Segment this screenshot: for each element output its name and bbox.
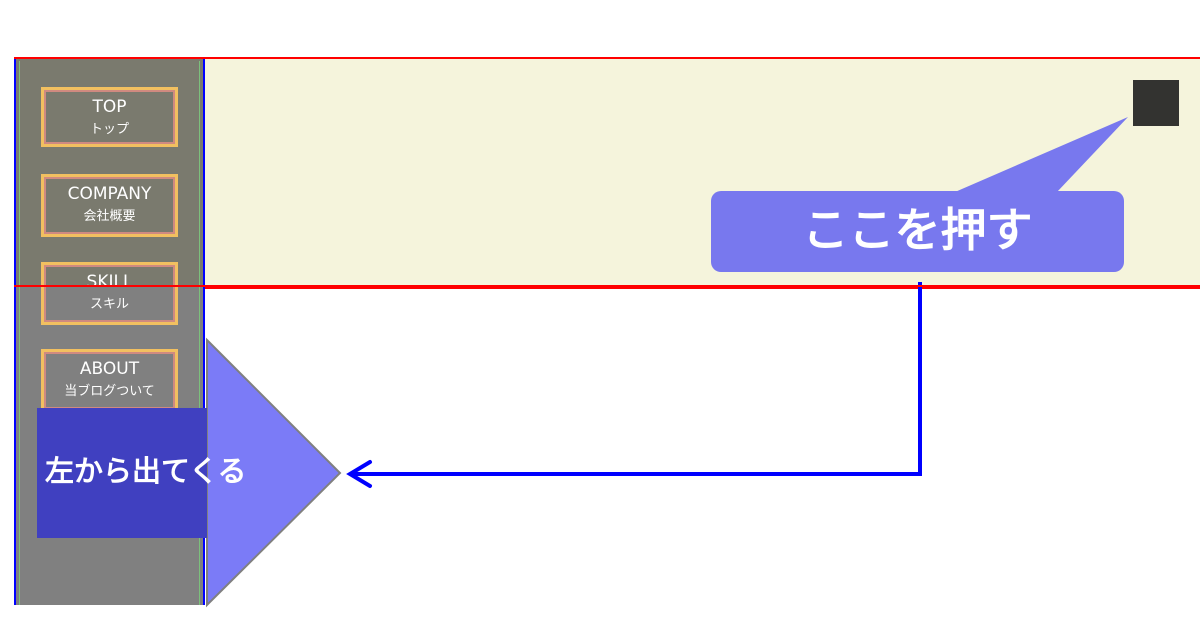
- nav-label-en: SKILL: [86, 272, 133, 292]
- nav-item-company[interactable]: COMPANY 会社概要: [41, 174, 178, 237]
- nav-item-skill[interactable]: SKILL スキル: [41, 262, 178, 325]
- nav-label-en: ABOUT: [79, 359, 140, 379]
- callout-tail: [955, 117, 1128, 192]
- nav-label-ja: 会社概要: [83, 209, 136, 224]
- slide-in-label-box: [37, 408, 207, 538]
- nav-item-about[interactable]: ABOUT 当ブログついて: [41, 349, 178, 412]
- arrowhead-icon: [346, 460, 372, 488]
- slide-direction-triangle: [206, 337, 342, 608]
- slide-in-label: 左から出てくる: [45, 454, 247, 488]
- menu-toggle-button[interactable]: [1133, 80, 1179, 126]
- flow-arrow-line: [352, 282, 922, 476]
- sidebar-inner-border: [19, 61, 200, 605]
- header-bottom-border: [14, 285, 1200, 287]
- nav-item-top[interactable]: TOP トップ: [41, 87, 178, 147]
- nav-label-en: TOP: [92, 97, 127, 117]
- nav-label-ja: 当ブログついて: [64, 384, 155, 399]
- nav-label-ja: トップ: [89, 122, 129, 137]
- nav-label-en: COMPANY: [67, 184, 152, 204]
- nav-label-ja: スキル: [89, 297, 129, 312]
- press-here-callout: ここを押す: [711, 191, 1124, 272]
